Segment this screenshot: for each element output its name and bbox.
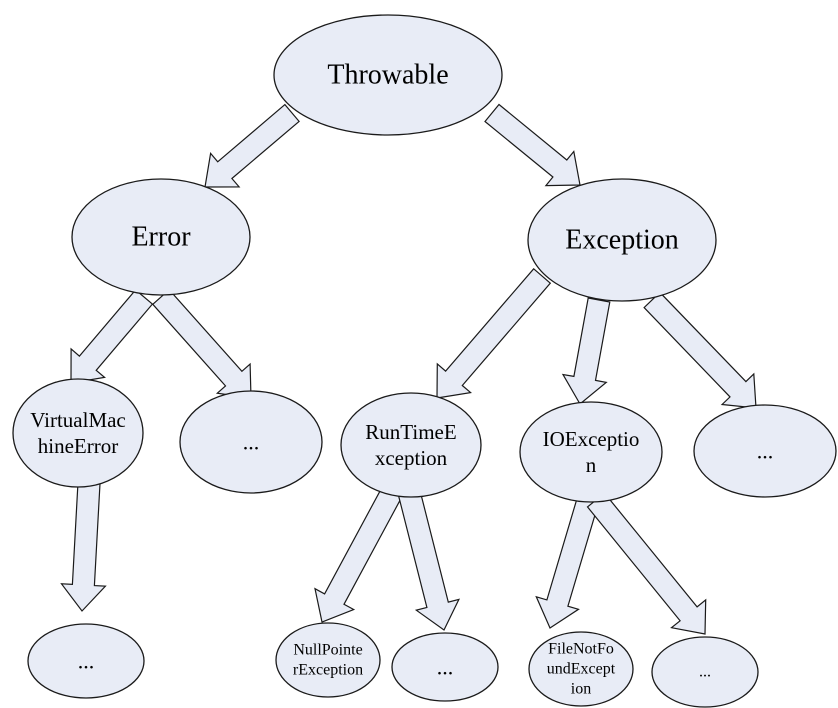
node-vm-error-label-line-1: VirtualMac xyxy=(30,408,126,432)
node-throwable: Throwable xyxy=(273,14,503,136)
node-error-more-shape xyxy=(179,390,323,494)
node-exception: Exception xyxy=(527,178,717,302)
arrow-throwable-to-exception xyxy=(484,103,581,187)
node-io-more-label-line-1: ... xyxy=(699,664,711,681)
arrow-runtime-exception-to-null-pointer xyxy=(314,485,403,623)
arrow-exception-to-runtime-exception xyxy=(436,267,552,399)
node-null-pointer-label-line-1: NullPointe xyxy=(293,642,362,659)
arrow-error-to-vm-error xyxy=(70,289,154,384)
node-null-pointer-shape xyxy=(275,622,381,698)
node-vm-error-more: ... xyxy=(27,623,145,699)
node-error-label-line-1: Error xyxy=(131,222,191,253)
node-error-shape xyxy=(71,178,251,296)
node-file-not-found-shape xyxy=(528,631,634,707)
node-error: Error xyxy=(71,178,251,296)
arrow-exception-to-io-exception xyxy=(561,297,611,405)
node-io-more: ... xyxy=(651,636,759,708)
node-vm-error-label-line-2: hineError xyxy=(38,434,118,458)
arrow-io-exception-to-file-not-found xyxy=(535,496,600,629)
node-vm-error-more-shape xyxy=(27,623,145,699)
node-io-exception-label-line-2: n xyxy=(586,453,597,477)
node-vm-error-more-label-line-1: ... xyxy=(78,649,95,674)
arrows-layer xyxy=(60,103,757,635)
node-exception-shape xyxy=(527,178,717,302)
node-io-more-shape xyxy=(651,636,759,708)
arrow-runtime-exception-to-runtime-more xyxy=(397,488,461,631)
node-throwable-shape xyxy=(273,14,503,136)
node-io-exception-shape xyxy=(519,401,663,503)
arrow-throwable-to-error xyxy=(204,103,300,188)
node-null-pointer: NullPointe rException xyxy=(275,622,381,698)
node-exception-more-label-line-1: ... xyxy=(757,439,774,464)
node-exception-more: ... xyxy=(693,404,837,498)
node-runtime-exception-shape xyxy=(340,392,482,498)
node-throwable-label-line-1: Throwable xyxy=(327,60,448,91)
node-runtime-more: ... xyxy=(391,632,499,702)
node-file-not-found-label-line-3: ion xyxy=(571,681,591,698)
arrow-vm-error-to-vm-error-more xyxy=(60,481,107,612)
node-vm-error-shape xyxy=(12,378,144,488)
node-runtime-exception-label-line-2: xception xyxy=(375,446,448,470)
node-error-more: ... xyxy=(179,390,323,494)
node-file-not-found-label-line-1: FileNotFo xyxy=(548,641,614,658)
node-file-not-found: FileNotFo undExcept ion xyxy=(528,631,634,707)
node-runtime-exception-label-line-1: RunTimeE xyxy=(365,420,456,444)
node-file-not-found-label-line-2: undExcept xyxy=(547,661,616,678)
node-runtime-more-label-line-1: ... xyxy=(437,655,454,680)
arrow-error-to-error-more xyxy=(151,288,252,399)
node-error-more-label-line-1: ... xyxy=(243,430,260,455)
node-null-pointer-label-line-2: rException xyxy=(293,662,363,679)
node-io-exception-label-line-1: IOExceptio xyxy=(543,427,640,451)
node-exception-more-shape xyxy=(693,404,837,498)
node-exception-label-line-1: Exception xyxy=(565,225,679,256)
node-runtime-more-shape xyxy=(391,632,499,702)
arrow-exception-to-exception-more xyxy=(643,291,757,409)
arrow-io-exception-to-io-more xyxy=(586,492,707,635)
